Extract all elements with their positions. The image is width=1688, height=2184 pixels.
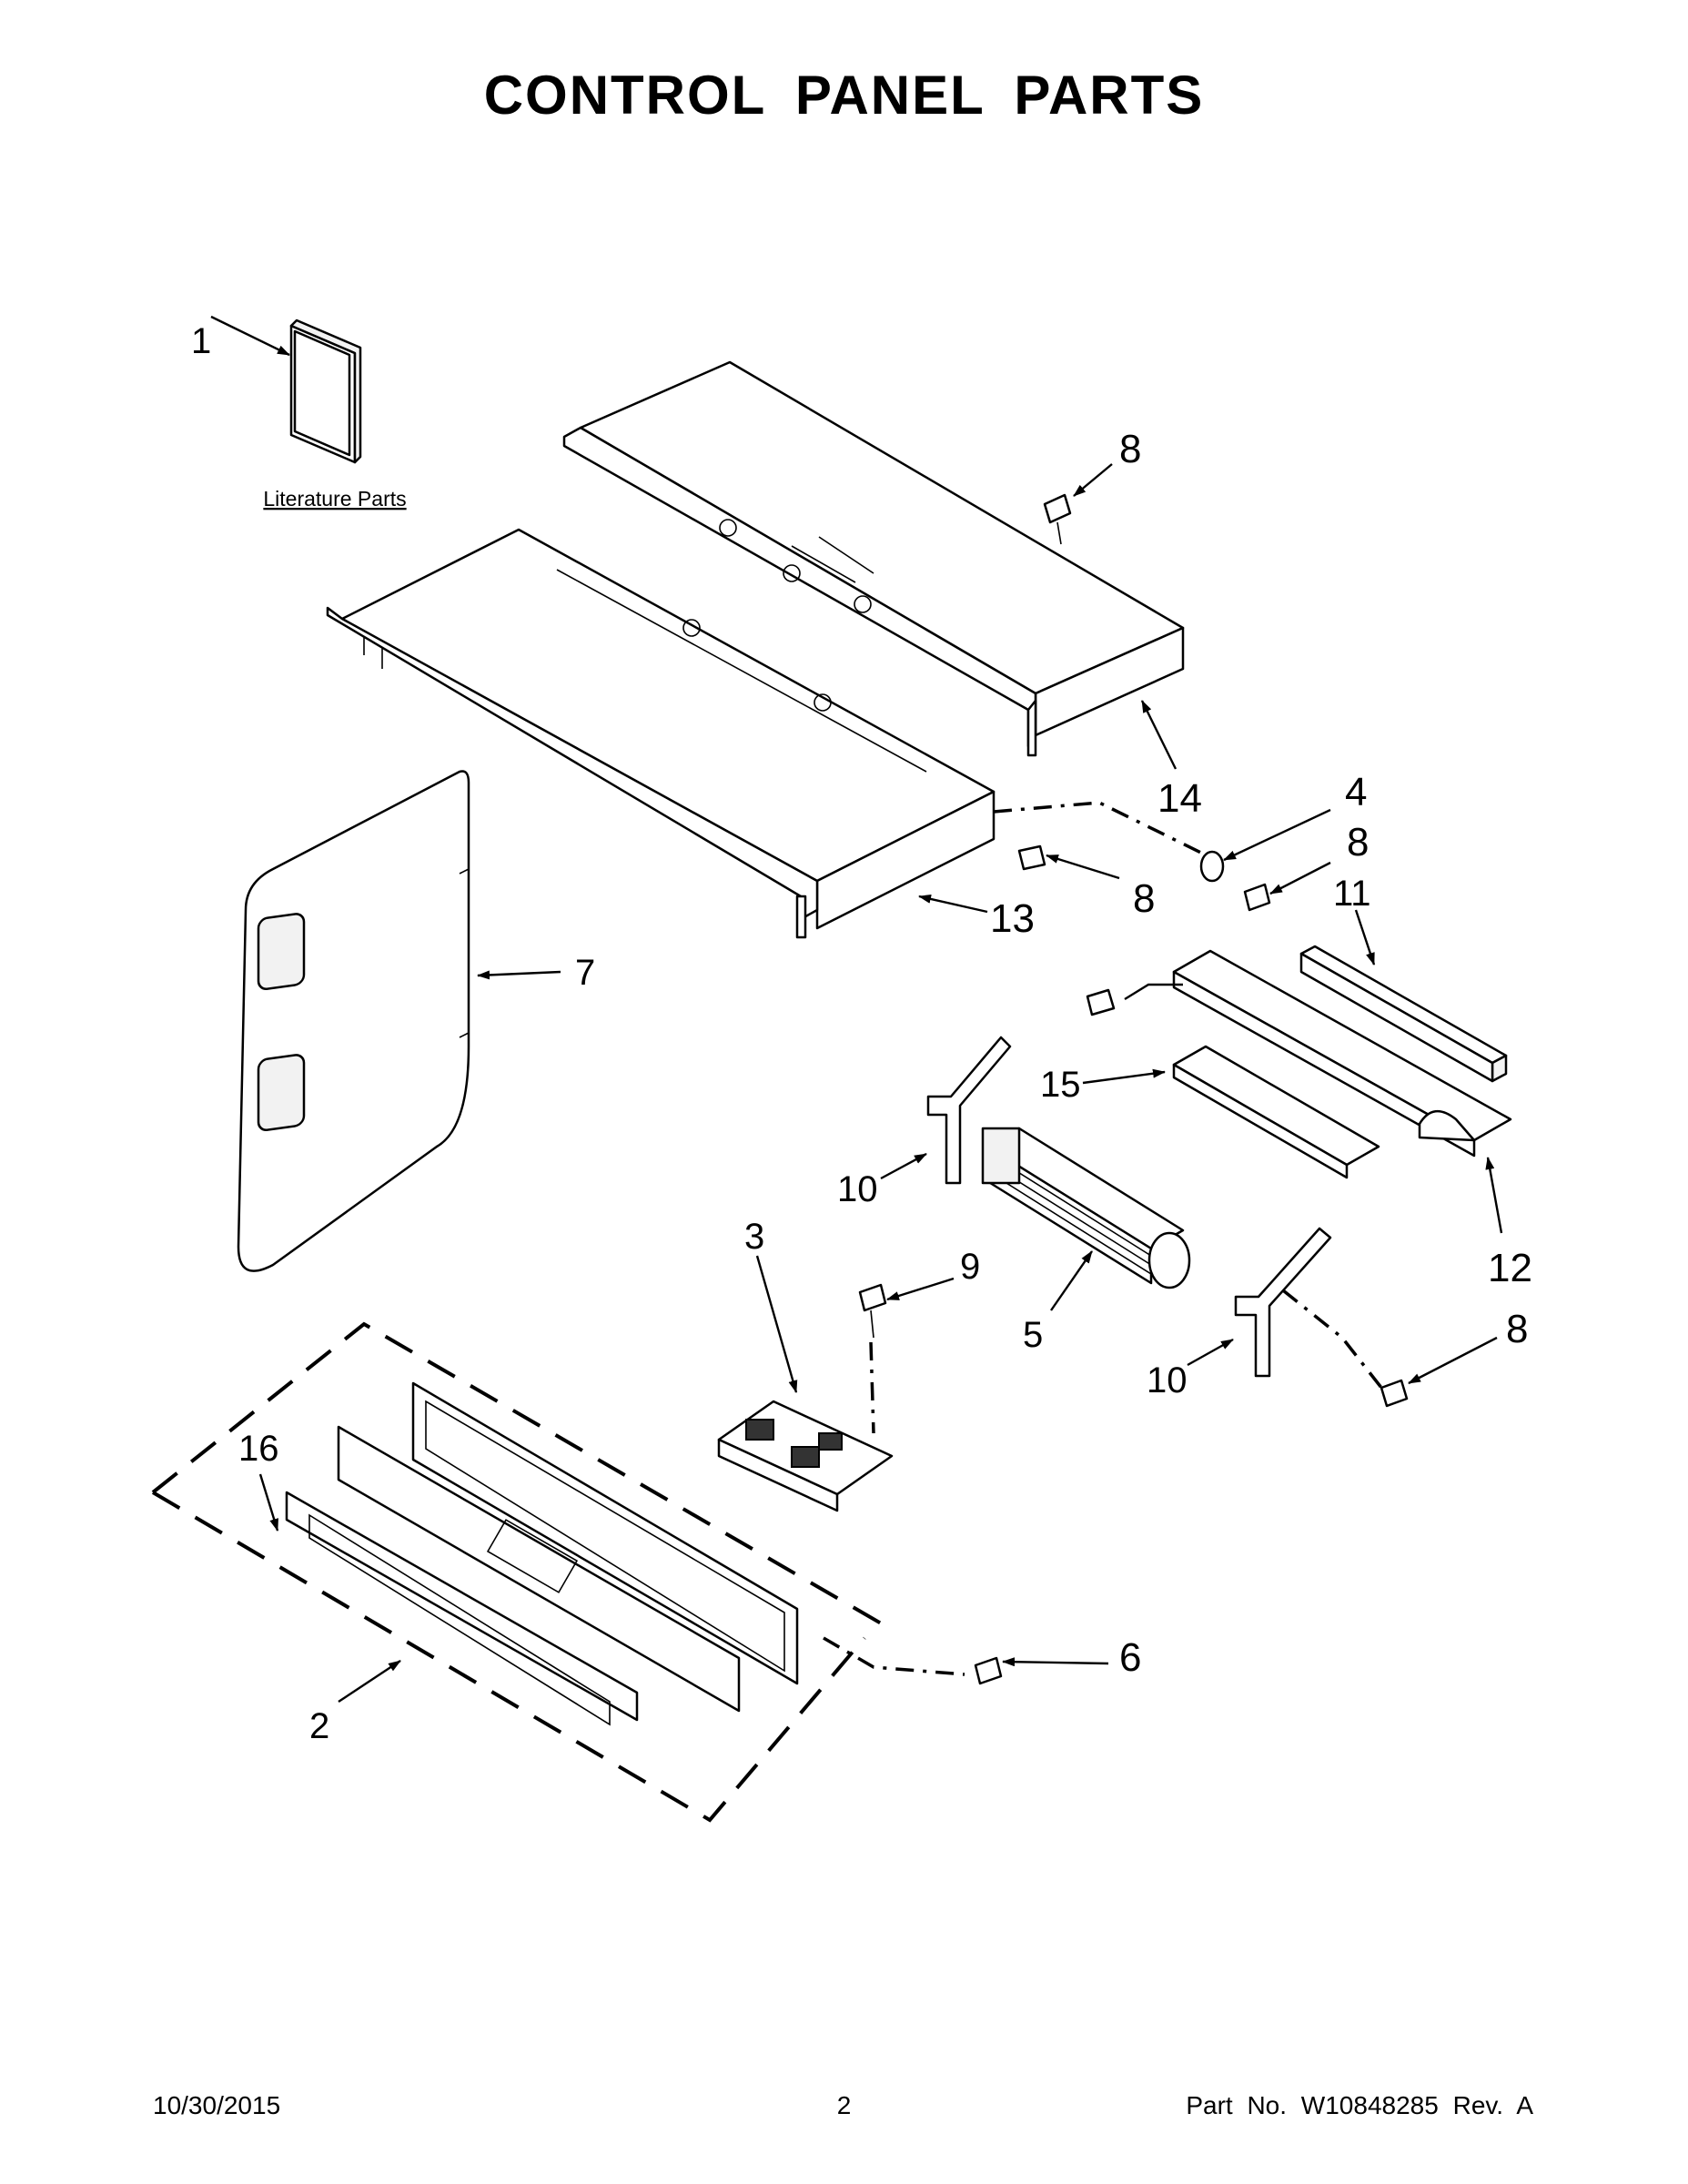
- callout-10-lower: 10: [1147, 1360, 1188, 1400]
- callout-8-right-upper: 8: [1347, 820, 1369, 864]
- callout-4: 4: [1345, 770, 1367, 814]
- screw-6: [974, 1656, 1003, 1685]
- console-frame: [411, 1381, 799, 1685]
- callout-8-right-lower: 8: [1506, 1307, 1528, 1351]
- callout-9: 9: [960, 1247, 980, 1287]
- callout-16: 16: [238, 1429, 279, 1469]
- footer-page-number: 2: [836, 2091, 852, 2119]
- literature-parts-label: Literature Parts: [263, 487, 406, 511]
- control-panel-back-insulation: [237, 770, 470, 1272]
- electronic-control-board: [717, 1400, 894, 1512]
- callout-2: 2: [309, 1706, 329, 1746]
- footer-part-number: Part No. W10848285 Rev. A: [1186, 2091, 1533, 2119]
- console-assembly-outline-top: [151, 1321, 884, 1626]
- callout-5: 5: [1023, 1315, 1043, 1355]
- nut-4: [1199, 850, 1225, 883]
- footer-date: 10/30/2015: [153, 2091, 281, 2119]
- callout-8-top: 8: [1119, 427, 1141, 471]
- mounting-bracket-left: [926, 1036, 1012, 1185]
- callout-12: 12: [1488, 1246, 1532, 1290]
- console-glass-panel: [337, 1425, 741, 1713]
- callout-14: 14: [1157, 776, 1202, 821]
- cooling-fan-blower: [981, 1127, 1191, 1289]
- mounting-bracket-right: [1234, 1227, 1332, 1378]
- callout-15: 15: [1040, 1065, 1081, 1105]
- callout-13: 13: [990, 896, 1035, 941]
- callout-10-upper: 10: [837, 1169, 878, 1209]
- bracket-rail: [1172, 949, 1512, 1158]
- foam-strip: [1299, 945, 1508, 1083]
- callout-6: 6: [1119, 1635, 1141, 1680]
- upper-control-panel-cover: [562, 360, 1185, 757]
- screw-8-right-upper: [1243, 883, 1271, 912]
- callout-11: 11: [1333, 874, 1371, 914]
- page-title: CONTROL PANEL PARTS: [483, 65, 1205, 126]
- console-assembly-outline-bottom: [151, 1491, 866, 1823]
- literature-booklet: [289, 318, 362, 464]
- screw-8-right-lower: [1380, 1379, 1409, 1408]
- callout-7: 7: [575, 953, 595, 993]
- console-trim-16: [285, 1491, 639, 1726]
- callout-3: 3: [744, 1217, 764, 1257]
- callout-8-mid: 8: [1133, 876, 1155, 921]
- screw-8-mid: [1017, 844, 1046, 871]
- baffle-plate: [1172, 1045, 1380, 1179]
- screw-8-left: [1086, 988, 1116, 1016]
- screw-9: [858, 1283, 887, 1339]
- lower-control-panel-cover: [326, 528, 996, 939]
- callout-1: 1: [191, 321, 211, 361]
- screw-8-top: [1043, 493, 1072, 545]
